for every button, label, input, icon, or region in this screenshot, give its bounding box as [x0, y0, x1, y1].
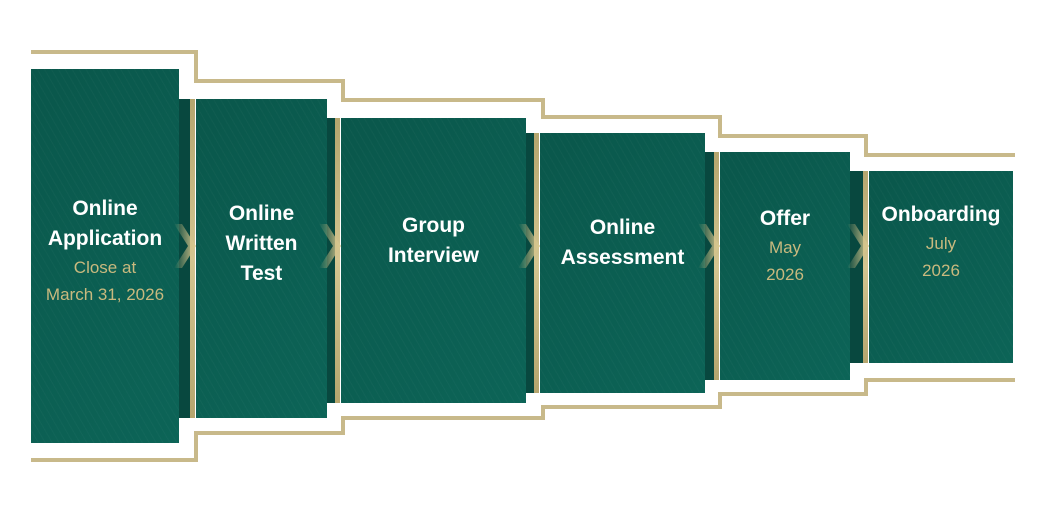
chevron-right-icon: [174, 224, 196, 268]
connector-shadow: [526, 133, 534, 393]
step-date: May: [768, 238, 802, 257]
step-title: Offer: [759, 207, 811, 230]
step-date: 2026: [766, 265, 804, 284]
gold-divider: [335, 118, 340, 403]
step-title: Onboarding: [881, 203, 1001, 226]
step-title: Application: [47, 227, 163, 250]
step-date: 2026: [922, 261, 960, 280]
step-date: Close at: [73, 258, 137, 277]
step-title: Written: [225, 231, 298, 255]
step-date: July: [925, 234, 957, 253]
step-title: Online: [589, 216, 656, 239]
step-title: Test: [240, 261, 283, 285]
gold-divider: [190, 99, 195, 418]
chevron-right-icon: [319, 224, 341, 268]
step-title: Group: [401, 213, 465, 237]
connector-shadow: [850, 171, 863, 363]
gold-divider: [534, 133, 539, 393]
gold-divider: [863, 171, 868, 363]
step-date: March 31, 2026: [45, 285, 165, 304]
step-title: Interview: [387, 243, 480, 267]
chevron-right-icon: [518, 224, 540, 268]
chevron-right-icon: [847, 224, 869, 268]
step-title: Assessment: [560, 246, 685, 269]
chevron-right-icon: [698, 224, 720, 268]
gold-divider: [714, 152, 719, 380]
step-title: Online: [228, 201, 295, 225]
step-title: Online: [72, 197, 138, 220]
connector-shadow: [705, 152, 714, 380]
